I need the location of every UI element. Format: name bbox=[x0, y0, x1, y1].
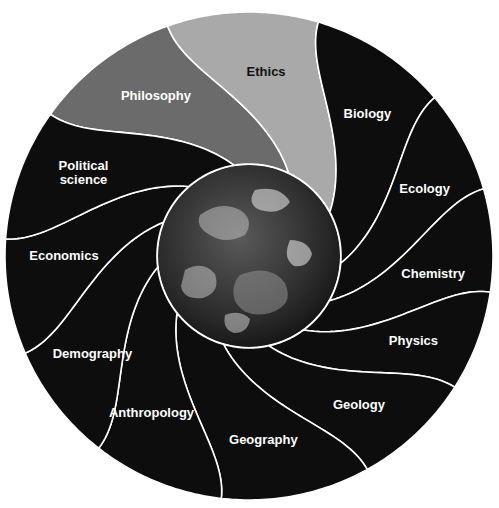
discipline-label: Geology bbox=[333, 398, 385, 412]
discipline-label: Geography bbox=[229, 433, 298, 447]
discipline-label: Philosophy bbox=[121, 89, 191, 103]
globe-disc bbox=[157, 164, 341, 348]
discipline-label: Political science bbox=[39, 159, 129, 188]
globe-rim bbox=[157, 164, 341, 348]
discipline-label: Physics bbox=[389, 334, 438, 348]
discipline-label: Economics bbox=[29, 249, 98, 263]
cloud-patch bbox=[181, 266, 217, 298]
cloud-patch bbox=[251, 189, 290, 212]
band-shape bbox=[329, 98, 483, 301]
discipline-label: Anthropology bbox=[109, 406, 194, 420]
cloud-patch bbox=[199, 206, 249, 240]
discipline-label: Chemistry bbox=[401, 267, 465, 281]
cloud-patch bbox=[224, 313, 250, 333]
discipline-label: Biology bbox=[344, 107, 392, 121]
discipline-label: Ecology bbox=[399, 182, 450, 196]
land-patch bbox=[233, 271, 288, 315]
discipline-label: Ethics bbox=[247, 65, 286, 79]
band-shape bbox=[6, 114, 234, 239]
cloud-patch bbox=[287, 240, 312, 266]
discipline-label: Demography bbox=[53, 347, 132, 361]
